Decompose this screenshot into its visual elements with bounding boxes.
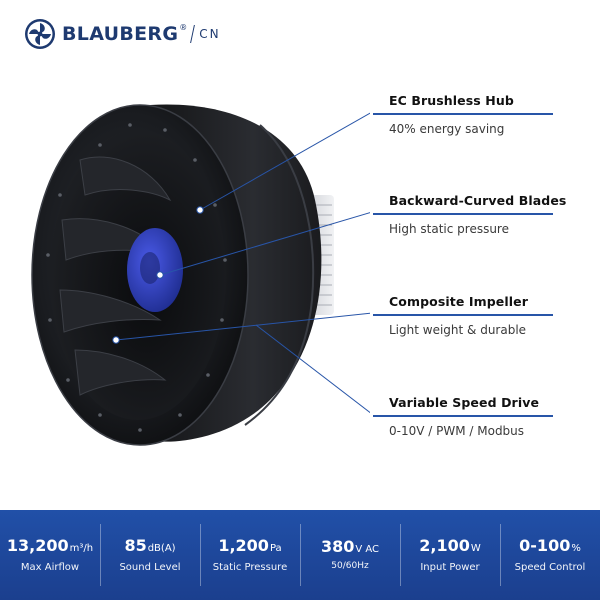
feature-description: 40% energy saving	[389, 121, 505, 136]
feature-underline	[373, 213, 553, 215]
feature-title: Variable Speed Drive	[389, 395, 540, 410]
spec-static-pressure: 1,200Pa Static Pressure	[200, 510, 300, 600]
feature-title: EC Brushless Hub	[389, 93, 514, 108]
spec-value: 2,100	[419, 535, 470, 555]
spec-bar: 13,200m³/h Max Airflow 85dB(A) Sound Lev…	[0, 510, 600, 600]
spec-sound-level: 85dB(A) Sound Level	[100, 510, 200, 600]
centrifugal-fan-image	[31, 104, 370, 446]
brand-region: CN	[199, 27, 221, 41]
feature-variable-speed-drive: Variable Speed Drive 0-10V / PWM / Modbu…	[373, 395, 589, 438]
feature-description: High static pressure	[389, 221, 509, 236]
spec-value: 13,200	[6, 535, 69, 555]
spec-unit: V AC	[355, 544, 380, 555]
feature-description: 0-10V / PWM / Modbus	[389, 423, 525, 438]
spec-max-airflow: 13,200m³/h Max Airflow	[0, 510, 100, 600]
fan-blades-logo-icon	[25, 19, 55, 49]
callout-leader-lines	[115, 112, 370, 414]
spec-label: Max Airflow	[20, 561, 80, 573]
registered-mark: ®	[179, 23, 188, 32]
feature-underline	[373, 314, 553, 316]
spec-label: Input Power	[420, 561, 480, 573]
feature-underline	[373, 113, 553, 115]
spec-unit: W	[470, 542, 481, 554]
brand-logo: BLAUBERG ® CN	[24, 16, 221, 52]
spec-unit: %	[571, 542, 581, 554]
feature-underline	[373, 415, 553, 417]
spec-value: 380	[320, 537, 355, 556]
feature-title: Backward-Curved Blades	[389, 193, 567, 208]
spec-unit: m³/h	[69, 542, 94, 554]
spec-value: 0-100	[519, 535, 571, 555]
callout-dots	[112, 206, 204, 344]
spec-speed-control: 0-100% Speed Control	[500, 510, 600, 600]
spec-frequency: 50/60Hz	[331, 561, 369, 571]
feature-backward-curved-blades: Backward-Curved Blades High static press…	[373, 193, 589, 236]
spec-value: 1,200	[218, 535, 269, 555]
spec-unit: dB(A)	[147, 542, 176, 554]
spec-label: Speed Control	[514, 561, 586, 573]
spec-input-power: 2,100W Input Power	[400, 510, 500, 600]
spec-value: 85	[124, 535, 147, 555]
feature-title: Composite Impeller	[389, 294, 528, 309]
ec-motor-hub	[127, 228, 183, 312]
feature-ec-brushless-hub: EC Brushless Hub 40% energy saving	[373, 93, 589, 136]
spec-supply-voltage: 380V AC 50/60Hz	[300, 510, 400, 600]
spec-unit: Pa	[269, 542, 282, 554]
brand-separator	[190, 25, 196, 43]
brand-name: BLAUBERG	[62, 23, 179, 45]
spec-label: Static Pressure	[212, 561, 288, 573]
feature-description: Light weight & durable	[389, 322, 527, 337]
spec-label: Sound Level	[119, 561, 181, 573]
feature-composite-impeller: Composite Impeller Light weight & durabl…	[373, 294, 589, 337]
